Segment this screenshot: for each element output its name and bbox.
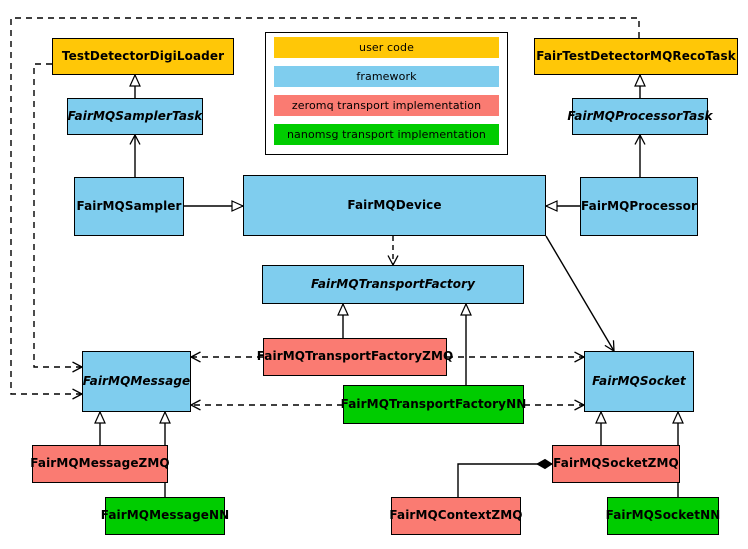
legend-item-zeromq: zeromq transport implementation (274, 95, 499, 116)
class-node-label: FairMQTransportFactoryNN (340, 396, 527, 411)
class-node-label: FairMQTransportFactory (310, 276, 476, 291)
class-node-FairMQSocketZMQ[interactable]: FairMQSocketZMQ (552, 445, 680, 483)
class-node-label: FairMQMessage (82, 373, 191, 388)
class-node-FairMQTransportFactoryZMQ[interactable]: FairMQTransportFactoryZMQ (257, 338, 453, 376)
class-node-label: FairTestDetectorMQRecoTask (536, 48, 736, 63)
legend-label-zeromq: zeromq transport implementation (291, 99, 482, 112)
class-node-FairMQProcessor[interactable]: FairMQProcessor (580, 177, 698, 236)
class-node-FairMQSampler[interactable]: FairMQSampler (74, 177, 184, 236)
class-node-label: FairMQProcessor (581, 198, 697, 213)
legend-item-nanomsg: nanomsg transport implementation (274, 124, 499, 145)
class-node-FairMQSocketNN[interactable]: FairMQSocketNN (605, 497, 721, 535)
class-node-FairMQProcessorTask[interactable]: FairMQProcessorTask (567, 98, 713, 135)
class-node-FairMQDevice[interactable]: FairMQDevice (243, 175, 546, 236)
class-node-FairTestDetectorMQRecoTask[interactable]: FairTestDetectorMQRecoTask (534, 38, 738, 75)
class-node-label: FairMQDevice (347, 197, 442, 212)
class-node-label: FairMQTransportFactoryZMQ (256, 349, 454, 364)
class-node-FairMQMessageNN[interactable]: FairMQMessageNN (101, 497, 229, 535)
class-node-FairMQMessage[interactable]: FairMQMessage (82, 351, 191, 412)
legend-label-framework: framework (356, 70, 417, 83)
legend-item-user-code: user code (274, 37, 499, 58)
class-node-TestDetectorDigiLoader[interactable]: TestDetectorDigiLoader (52, 38, 234, 75)
class-node-label: TestDetectorDigiLoader (61, 48, 225, 63)
class-node-FairMQTransportFactory[interactable]: FairMQTransportFactory (262, 265, 524, 304)
class-node-FairMQContextZMQ[interactable]: FairMQContextZMQ (389, 497, 523, 535)
class-node-label: FairMQSamplerTask (67, 108, 203, 123)
class-node-FairMQMessageZMQ[interactable]: FairMQMessageZMQ (30, 445, 170, 483)
class-node-label: FairMQSocket (592, 373, 686, 388)
class-node-label: FairMQSampler (76, 198, 182, 213)
legend-label-nanomsg: nanomsg transport implementation (286, 128, 487, 141)
legend-item-framework: framework (274, 66, 499, 87)
class-node-label: FairMQMessageNN (100, 508, 230, 523)
class-node-FairMQTransportFactoryNN[interactable]: FairMQTransportFactoryNN (340, 385, 527, 424)
legend-label-user-code: user code (359, 41, 414, 54)
class-node-label: FairMQMessageZMQ (30, 456, 170, 471)
class-node-label: FairMQSocketZMQ (553, 456, 679, 471)
class-node-label: FairMQProcessorTask (567, 108, 713, 123)
class-node-label: FairMQContextZMQ (389, 508, 523, 523)
class-node-FairMQSamplerTask[interactable]: FairMQSamplerTask (67, 98, 203, 135)
class-node-FairMQSocket[interactable]: FairMQSocket (584, 351, 694, 412)
class-node-label: FairMQSocketNN (605, 508, 721, 523)
